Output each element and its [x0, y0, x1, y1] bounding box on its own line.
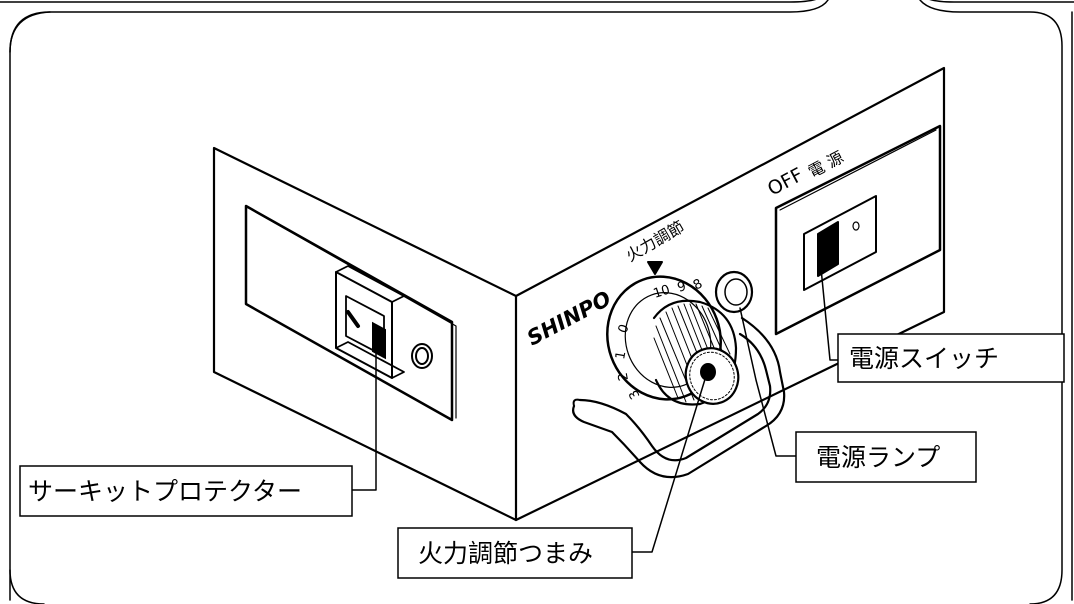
- power-rocker-housing: [803, 195, 877, 291]
- callout-circuit-protector-text: サーキットプロテクター: [28, 477, 302, 506]
- dial-number-8: 8: [691, 276, 705, 293]
- dial-marker: [647, 261, 663, 275]
- callout-power-switch-text: 電源スイッチ: [849, 344, 999, 373]
- dial-number-0: 0: [616, 322, 633, 335]
- leader-heat-knob: [631, 375, 707, 553]
- heat-knob-center: [700, 363, 716, 381]
- callout-power-lamp-text: 電源ランプ: [816, 443, 940, 472]
- dial-number-9: 9: [676, 279, 689, 296]
- callout-circuit-protector: サーキットプロテクター: [19, 465, 353, 517]
- power-switch-plate-shadow: [779, 129, 937, 211]
- heat-dial-title: 火力調節: [623, 217, 688, 265]
- protector-plate: [244, 204, 454, 422]
- power-rocker-on-mark: [852, 221, 860, 231]
- dial-scale-inner: [624, 292, 712, 388]
- callout-heat-knob: 火力調節つまみ: [397, 527, 633, 579]
- leader-circuit-protector: [351, 345, 377, 491]
- callout-power-lamp: 電源ランプ: [795, 431, 977, 483]
- dial-number-1: 1: [613, 350, 629, 361]
- power-lamp-inner: [724, 278, 748, 306]
- handle-inner: [578, 332, 772, 462]
- dial-number-2: 2: [616, 371, 632, 382]
- power-lamp-outer: [714, 270, 754, 314]
- protector-reset-button: [411, 343, 433, 369]
- leader-power-lamp: [739, 307, 797, 457]
- protector-top-bracket: [335, 265, 405, 303]
- heat-knob-body: [652, 299, 738, 406]
- callout-power-switch: 電源スイッチ: [837, 333, 1065, 383]
- heat-knob-cap-ring: [689, 351, 735, 401]
- protector-plate-shadow: [251, 209, 457, 419]
- handle-outer: [572, 316, 786, 479]
- power-switch-plate: [774, 124, 942, 336]
- handle-end: [572, 398, 581, 407]
- brand-logo: SHINPO: [523, 286, 615, 350]
- protector-reset-inner: [415, 347, 429, 365]
- box-right-face: [514, 66, 946, 522]
- box-left-face: [212, 146, 518, 522]
- protector-toggle-mark: [346, 310, 360, 328]
- power-rocker-face: [817, 221, 839, 277]
- leader-power-switch: [819, 257, 839, 361]
- callout-heat-knob-text: 火力調節つまみ: [418, 539, 593, 568]
- dial-number-10: 10: [652, 282, 672, 301]
- dial-scale-ring: [606, 275, 722, 401]
